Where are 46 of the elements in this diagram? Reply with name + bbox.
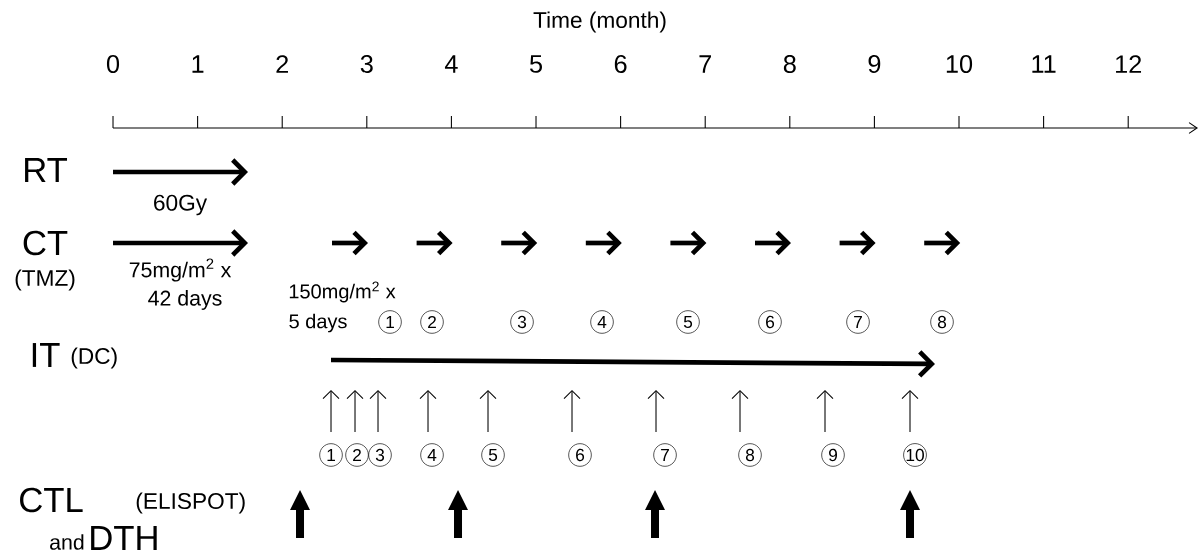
tick-label: 5 <box>529 55 542 73</box>
circled-number: 3 <box>510 310 534 334</box>
circled-number: 8 <box>930 310 954 334</box>
row-sublabel: (ELISPOT) <box>136 492 245 514</box>
dose-label: 5 days <box>289 313 347 333</box>
tick-label: 6 <box>614 55 627 73</box>
row-label: RT <box>25 158 67 182</box>
tick-label: 4 <box>444 55 458 73</box>
tick-label: 0 <box>106 55 120 73</box>
dose-label: 75mg/m$^{2}$ x <box>129 258 232 282</box>
circled-number: 8 <box>738 443 762 467</box>
tick-label: 12 <box>1116 55 1141 73</box>
circled-number: 4 <box>420 443 444 467</box>
row-label: IT <box>32 343 60 367</box>
circled-number: 7 <box>653 443 677 467</box>
row-label: CT <box>23 230 68 256</box>
tick-label: 10 <box>946 55 973 73</box>
dose-label: 150mg/m$^{2}$ x <box>289 281 396 303</box>
dose-label: 60Gy <box>154 194 208 216</box>
circled-number: 6 <box>568 443 592 467</box>
circled-number: 5 <box>481 443 505 467</box>
tick-label: 9 <box>868 55 881 73</box>
circled-number: 5 <box>676 310 700 334</box>
axis-title: Time (month) <box>533 11 666 33</box>
circled-number: 1 <box>378 310 402 334</box>
tick-label: 1 <box>192 55 204 73</box>
row-label: DTH <box>91 526 157 550</box>
circled-number: 3 <box>368 443 392 467</box>
row-label: CTL <box>20 487 83 513</box>
tick-label: 3 <box>360 55 373 73</box>
circled-number: 10 <box>903 443 927 467</box>
row-label: and <box>50 534 84 550</box>
row-sublabel: (TMZ) <box>15 269 75 291</box>
tick-label: 7 <box>699 55 711 73</box>
tick-label: 2 <box>276 55 288 73</box>
tick-label: 8 <box>783 55 796 73</box>
dose-label: 42 days <box>148 290 222 310</box>
circled-number: 6 <box>758 310 782 334</box>
circled-number: 7 <box>846 310 870 334</box>
tick-label: 11 <box>1032 55 1056 73</box>
circled-number: 9 <box>821 443 845 467</box>
circled-number: 2 <box>345 443 369 467</box>
circled-number: 4 <box>590 310 614 334</box>
circled-number: 2 <box>420 310 444 334</box>
row-sublabel: (DC) <box>71 347 117 369</box>
circled-number: 1 <box>319 443 343 467</box>
